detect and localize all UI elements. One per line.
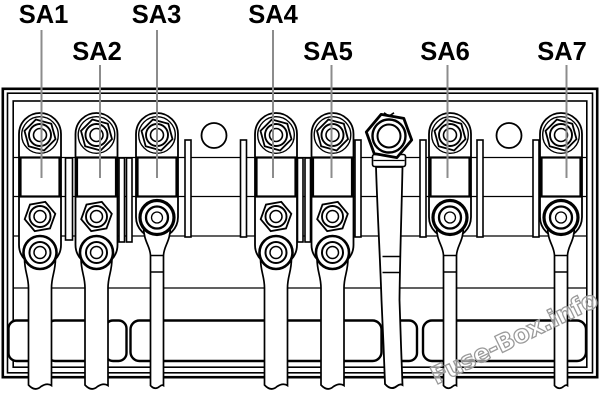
fuse-label-sa7: SA7: [537, 38, 587, 66]
main-cable: [375, 166, 404, 389]
separator-strip: [304, 157, 312, 243]
clamp-block: [421, 319, 588, 363]
fuse-label-sa5: SA5: [303, 38, 353, 66]
main-supply-terminal: [364, 112, 414, 389]
fuse-label-sa1: SA1: [19, 1, 69, 29]
mounting-hole-right: [495, 122, 523, 149]
separator-strip: [184, 139, 192, 238]
frame-outer: [1, 87, 599, 379]
separator-strip: [64, 157, 74, 241]
separator-strip: [296, 157, 304, 243]
separator-strip: [354, 139, 362, 238]
fuse-label-sa2: SA2: [72, 38, 122, 66]
frame-middle: [6, 92, 594, 374]
housing-frame: [1, 87, 599, 379]
separator-strip: [476, 139, 484, 238]
separator-strip: [532, 139, 540, 238]
fuse-label-sa4: SA4: [248, 1, 298, 29]
fuse-labels: SA1 SA2 SA3 SA4 SA5 SA6 SA7: [19, 1, 587, 66]
separator-strip: [239, 139, 248, 238]
mounting-hole-left: [200, 122, 228, 149]
frame-inner: [12, 100, 588, 369]
clamp-block: [129, 319, 383, 363]
separator-strip: [419, 139, 427, 238]
cable-clamp-blocks: [7, 319, 588, 363]
separator-strip: [118, 157, 126, 243]
terminal-bore: [376, 123, 402, 149]
fuse-label-sa3: SA3: [132, 1, 182, 29]
leader-lines: [40, 30, 568, 178]
separator-strips: [64, 139, 540, 243]
separator-strip: [125, 157, 133, 243]
fuse-label-sa6: SA6: [420, 38, 470, 66]
